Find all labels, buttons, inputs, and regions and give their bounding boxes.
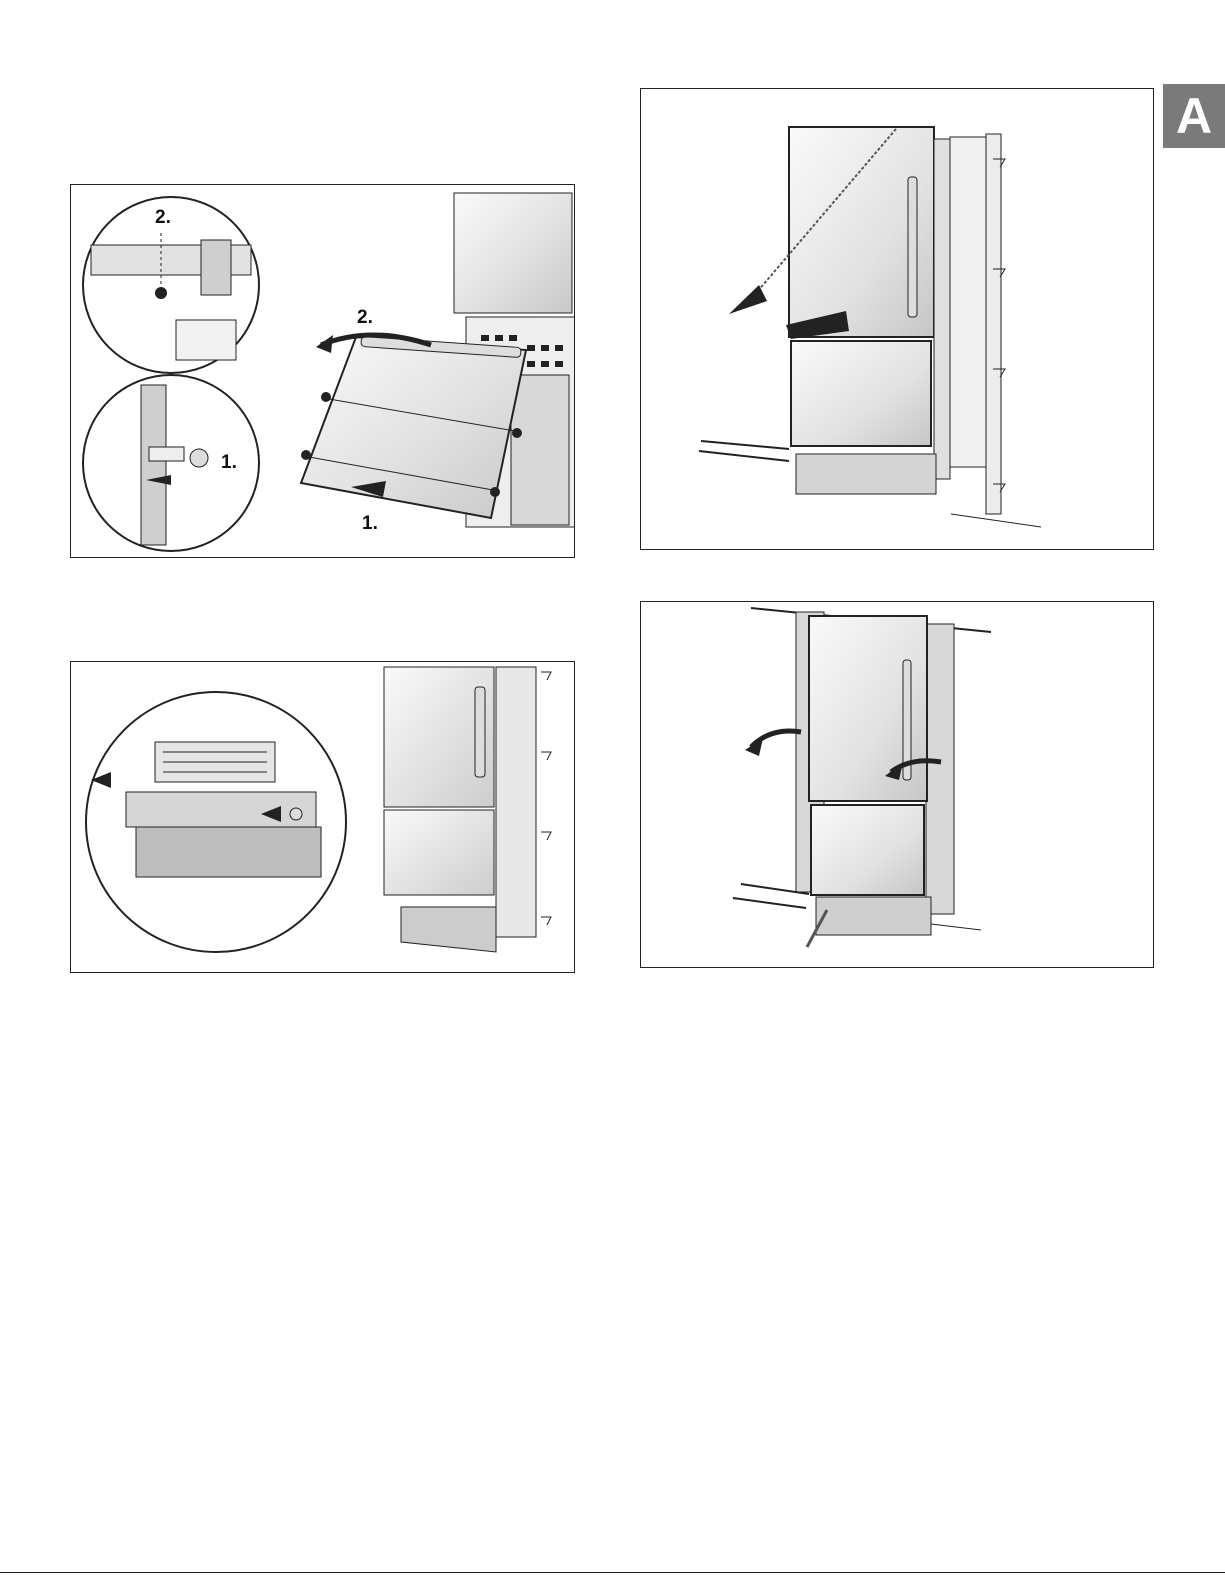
section-tab: A — [1163, 84, 1225, 148]
door-rotate-step-label: 2. — [357, 307, 373, 328]
door-slide-step-label: 1. — [362, 513, 378, 534]
section-tab-letter: A — [1176, 88, 1212, 144]
figure-door-panel-removal: 2. 1. 2. 1. — [70, 184, 575, 558]
callout-toe-kick — [86, 692, 346, 952]
callout-top-screw — [83, 197, 259, 373]
callout-bottom-step-label: 1. — [221, 452, 237, 473]
footer-rule — [0, 1572, 1225, 1573]
figure-push-into-niche — [640, 88, 1154, 550]
figure-installed-in-niche — [640, 601, 1154, 968]
fridge-illustration — [733, 608, 991, 947]
door-panel-illustration — [301, 335, 526, 518]
fridge-illustration — [384, 667, 551, 952]
fridge-illustration — [699, 127, 1041, 527]
callout-top-step-label: 2. — [155, 207, 171, 228]
figure-toe-kick-removal — [70, 661, 575, 973]
